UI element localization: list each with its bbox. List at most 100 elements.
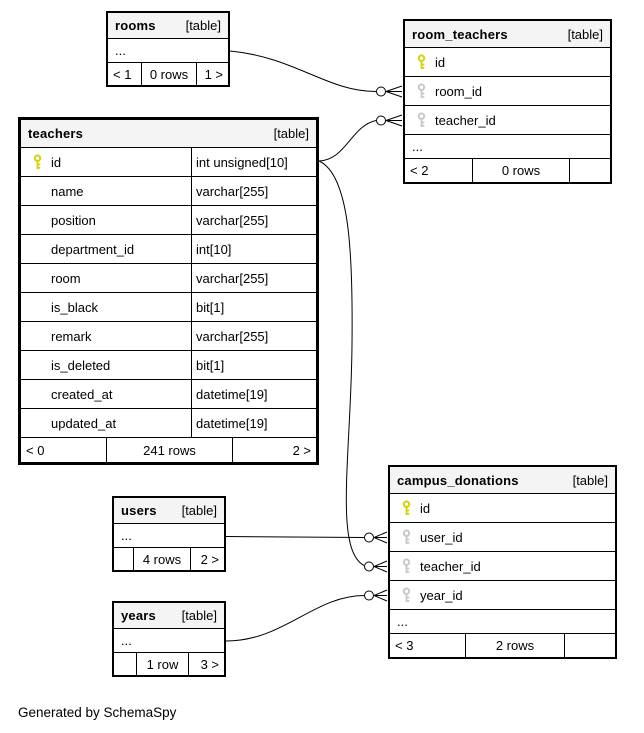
column-name: room_id [435, 83, 482, 99]
ellipsis-text: ... [121, 528, 132, 543]
column-name: remark [51, 328, 92, 344]
column-name: year_id [420, 587, 463, 603]
table-rooms-footer: < 1 0 rows 1 > [108, 63, 228, 85]
table-teachers-header[interactable]: teachers [table] [21, 120, 316, 148]
foreign-key-icon [417, 112, 426, 127]
column-type: varchar[255] [191, 177, 316, 205]
primary-key-icon [402, 500, 411, 515]
key-spacer [32, 270, 43, 286]
parents-count [114, 548, 134, 570]
fk-line [225, 595, 365, 642]
table-name: campus_donations [397, 472, 519, 488]
table-name: room_teachers [412, 26, 508, 42]
table-name: teachers [28, 126, 84, 141]
relationship-users-campus_donations [225, 531, 388, 544]
table-room_teachers[interactable]: room_teachers [table] id room_id teacher… [403, 19, 612, 184]
table-users-header[interactable]: users [table] [114, 498, 224, 524]
table-tag: [table] [181, 608, 217, 623]
table-name: years [121, 608, 156, 623]
ellipsis-text: ... [115, 43, 126, 58]
crowfoot-marker [373, 560, 388, 573]
children-count: 2 > [200, 551, 219, 567]
key-spacer [32, 328, 43, 344]
table-rooms-header[interactable]: rooms [table] [108, 13, 228, 39]
column-name: name [51, 183, 84, 199]
crowfoot-marker [373, 589, 388, 602]
children-count [565, 634, 615, 657]
column-name: teacher_id [435, 112, 496, 128]
children-count [570, 159, 610, 182]
table-years[interactable]: years [table] ... 1 row 3 > [112, 601, 226, 677]
parents-count: < 2 [405, 159, 473, 182]
relationship-teachers-campus_donations [318, 160, 388, 573]
column-type: varchar[255] [191, 206, 316, 234]
key-spacer [32, 183, 43, 199]
column-row: room varchar[255] [21, 264, 316, 293]
zero-one-marker [376, 115, 386, 126]
fk-line [318, 160, 365, 566]
column-row: year_id [390, 581, 615, 610]
column-row: teacher_id [390, 552, 615, 581]
column-name: id [435, 54, 446, 70]
ellipsis-text: ... [121, 633, 132, 648]
table-campus_donations[interactable]: campus_donations [table] id user_id teac… [388, 465, 617, 659]
parents-count: < 0 [21, 438, 107, 462]
column-row: is_deleted bit[1] [21, 351, 316, 380]
column-row: teacher_id [405, 106, 610, 135]
table-years-footer: 1 row 3 > [114, 653, 224, 675]
children-count: 1 > [204, 66, 223, 82]
table-years-header[interactable]: years [table] [114, 603, 224, 629]
key-spacer [32, 212, 43, 228]
column-row: remark varchar[255] [21, 322, 316, 351]
column-name: user_id [420, 529, 463, 545]
relationship-teachers-room_teachers [318, 114, 403, 162]
children-count: 3 > [200, 656, 219, 672]
table-users[interactable]: users [table] ... 4 rows 2 > [112, 496, 226, 572]
ellipsis-row: ... [405, 135, 610, 159]
table-users-footer: 4 rows 2 > [114, 548, 224, 570]
column-row: created_at datetime[19] [21, 380, 316, 409]
table-room_teachers-header[interactable]: room_teachers [table] [405, 21, 610, 48]
table-rooms[interactable]: rooms [table] ... < 1 0 rows 1 > [106, 11, 230, 87]
column-row: updated_at datetime[19] [21, 409, 316, 438]
table-teachers[interactable]: teachers [table] id int unsigned[10] nam… [18, 117, 319, 465]
column-type: varchar[255] [191, 322, 316, 350]
table-name: rooms [115, 18, 156, 33]
parents-count: < 3 [390, 634, 466, 657]
key-spacer [32, 299, 43, 315]
column-name: position [51, 212, 96, 228]
row-count: 2 rows [466, 634, 565, 657]
column-type: int[10] [191, 235, 316, 263]
column-name: is_black [51, 299, 98, 315]
zero-one-marker [364, 532, 374, 543]
column-row: position varchar[255] [21, 206, 316, 235]
column-name: id [420, 500, 431, 516]
column-name: is_deleted [51, 357, 111, 373]
column-type: datetime[19] [191, 409, 316, 437]
column-type: varchar[255] [191, 264, 316, 292]
foreign-key-icon [417, 83, 426, 98]
column-row: id [390, 494, 615, 523]
row-count: 4 rows [134, 548, 191, 570]
column-name: room [51, 270, 81, 286]
column-row: id int unsigned[10] [21, 148, 316, 177]
ellipsis-row: ... [390, 610, 615, 634]
crowfoot-marker [373, 531, 388, 544]
key-spacer [32, 357, 43, 373]
column-row: department_id int[10] [21, 235, 316, 264]
foreign-key-icon [402, 558, 411, 573]
primary-key-icon [33, 154, 42, 169]
table-campus_donations-header[interactable]: campus_donations [table] [390, 467, 615, 494]
column-type: bit[1] [191, 293, 316, 321]
ellipsis-text: ... [397, 614, 408, 629]
generated-by-label: Generated by SchemaSpy [18, 705, 177, 720]
crowfoot-marker [385, 85, 403, 98]
fk-line [225, 536, 365, 538]
ellipsis-row: ... [108, 39, 228, 63]
column-row: is_black bit[1] [21, 293, 316, 322]
crowfoot-marker [385, 114, 403, 127]
children-count: 2 > [292, 442, 311, 458]
row-count: 0 rows [142, 63, 197, 85]
key-spacer [32, 386, 43, 402]
